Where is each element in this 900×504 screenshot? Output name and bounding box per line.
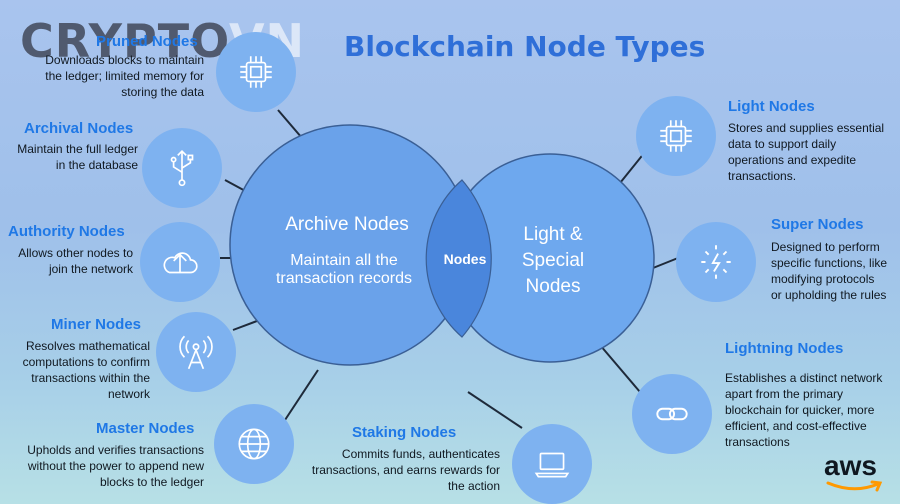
node-title-pruned: Pruned Nodes: [96, 33, 198, 50]
usb-icon: [170, 150, 194, 187]
node-desc-lightning: Establishes a distinct network apart fro…: [725, 370, 895, 450]
overlap-lens: [425, 179, 492, 338]
chip-icon: [240, 56, 272, 88]
light-line1: Light &: [523, 224, 583, 245]
desc-line: the action: [447, 479, 500, 493]
light-line2: Special: [521, 250, 585, 271]
desc-line: Stores and supplies essential: [728, 121, 885, 135]
desc-line: Allows other nodes to: [18, 246, 133, 260]
desc-line: network: [107, 387, 150, 401]
desc-line: transactions within the: [31, 371, 150, 385]
light-icon-circle: [636, 96, 716, 176]
node-title-master: Master Nodes: [96, 420, 195, 437]
globe-icon: [238, 428, 270, 460]
desc-line: in the database: [55, 158, 138, 172]
node-desc-staking: Commits funds, authenticates transaction…: [296, 446, 500, 494]
node-desc-archival: Maintain the full ledger in the database: [8, 141, 138, 173]
connector-lightning: [599, 344, 641, 393]
desc-line: computations to confirm: [22, 355, 150, 369]
desc-line: Establishes a distinct network: [725, 371, 883, 385]
staking-icon-circle: [512, 424, 592, 504]
desc-line: transactions: [725, 435, 790, 449]
node-title-light: Light Nodes: [728, 98, 815, 115]
antenna-icon: [179, 335, 213, 370]
desc-line: transactions.: [728, 169, 797, 183]
archive-title: Archive Nodes: [285, 214, 409, 235]
desc-line: storing the data: [121, 85, 204, 99]
desc-line: blocks to the ledger: [99, 475, 204, 489]
desc-line: Commits funds, authenticates: [341, 447, 500, 461]
archival-icon-circle: [142, 128, 222, 208]
aws-logo: aws: [824, 452, 884, 496]
desc-line: Resolves mathematical: [25, 339, 150, 353]
node-desc-authority: Allows other nodes to join the network: [8, 245, 133, 277]
aws-smile-icon: [826, 480, 883, 492]
authority-icon-circle: [140, 222, 220, 302]
node-desc-pruned: Downloads blocks to maintain the ledger;…: [8, 52, 204, 100]
desc-line: without the power to append new: [27, 459, 204, 473]
connector-staking: [467, 391, 523, 429]
connector-master: [284, 369, 319, 421]
page-title: Blockchain Node Types: [344, 30, 706, 63]
lightning-burst-icon: [701, 245, 731, 279]
node-title-super: Super Nodes: [771, 216, 864, 233]
light-line3: Nodes: [525, 276, 581, 297]
desc-line: Designed to perform: [771, 240, 880, 254]
desc-line: specific functions, like: [771, 256, 888, 270]
miner-icon-circle: [156, 312, 236, 392]
node-desc-super: Designed to perform specific functions, …: [771, 239, 897, 303]
desc-line: Upholds and verifies transactions: [27, 443, 204, 457]
node-title-authority: Authority Nodes: [8, 223, 125, 240]
node-desc-miner: Resolves mathematical computations to co…: [8, 338, 150, 402]
desc-line: transactions, and earns rewards for: [311, 463, 500, 477]
desc-line: blockchain for quicker, more: [725, 403, 875, 417]
chip-icon: [660, 120, 692, 152]
node-title-lightning: Lightning Nodes: [725, 340, 844, 357]
desc-line: the ledger; limited memory for: [45, 69, 204, 83]
desc-line: Downloads blocks to maintain: [45, 53, 204, 67]
lightning-icon-circle: [632, 374, 712, 454]
super-icon-circle: [676, 222, 756, 302]
overlap-label: Nodes: [443, 251, 487, 267]
node-title-staking: Staking Nodes: [352, 424, 457, 441]
laptop-icon: [534, 452, 570, 478]
brand-logo-main: CRYPTO: [20, 14, 229, 68]
desc-line: efficient, and cost-effective: [725, 419, 867, 433]
master-icon-circle: [214, 404, 294, 484]
archive-line1: Maintain all the: [290, 252, 398, 269]
aws-logo-text: aws: [824, 450, 877, 481]
node-desc-light: Stores and supplies essential data to su…: [728, 120, 896, 184]
node-desc-master: Upholds and verifies transactions withou…: [8, 442, 204, 490]
desc-line: operations and expedite: [728, 153, 857, 167]
desc-line: apart from the primary: [725, 387, 844, 401]
desc-line: modifying protocols: [771, 272, 875, 286]
node-title-miner: Miner Nodes: [51, 316, 142, 333]
desc-line: Maintain the full ledger: [17, 142, 138, 156]
pruned-icon-circle: [216, 32, 296, 112]
node-title-archival: Archival Nodes: [24, 120, 134, 137]
link-icon: [656, 407, 688, 421]
desc-line: join the network: [48, 262, 133, 276]
archive-line2: transaction records: [275, 270, 413, 287]
desc-line: or upholding the rules: [771, 288, 887, 302]
desc-line: data to support daily: [728, 137, 837, 151]
cloud-upload-icon: [163, 252, 198, 274]
